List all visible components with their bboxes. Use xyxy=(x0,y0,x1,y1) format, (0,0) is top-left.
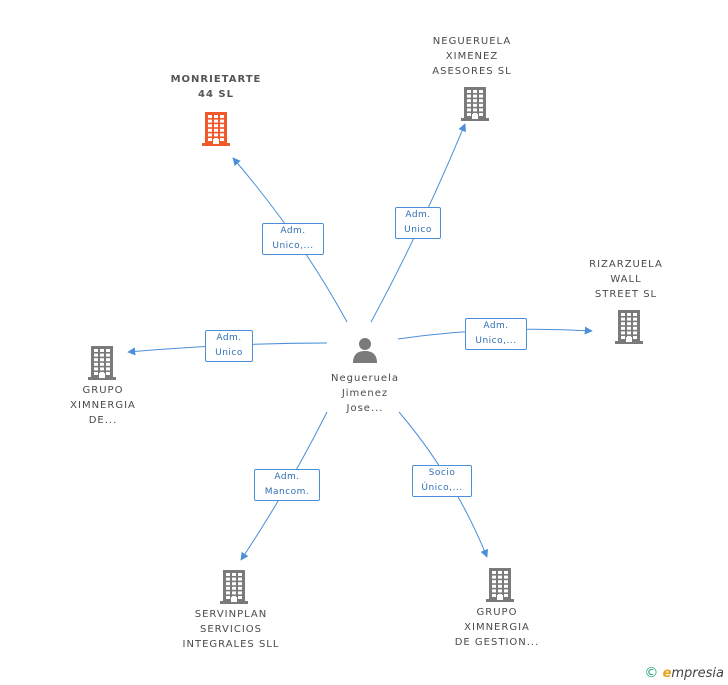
relation-label-line: Adm. xyxy=(280,226,306,236)
relation-label-line: Adm. xyxy=(405,210,431,220)
relation-label-line: Unico,... xyxy=(272,241,314,251)
relation-label[interactable]: Adm. Mancom. xyxy=(254,469,320,501)
relation-label-line: Unico,... xyxy=(475,336,517,346)
relation-label-line: Unico xyxy=(404,225,432,235)
company-name-line: ASESORES SL xyxy=(432,66,512,77)
company-name-line: XIMENEZ xyxy=(445,51,499,62)
relation-label-line: Mancom. xyxy=(264,487,310,497)
relation-label-line: Socio xyxy=(428,468,456,478)
company-name-line: XIMNERGIA xyxy=(464,622,530,633)
relation-label-line: Adm. xyxy=(274,472,300,482)
relation-label[interactable]: Adm. Unico xyxy=(205,330,253,362)
company-name: SERVINPLAN SERVICIOS INTEGRALES SLL xyxy=(166,607,296,652)
company-name-line: RIZARZUELA xyxy=(589,259,663,270)
relation-label-line: Único,... xyxy=(421,483,463,493)
center-person-name[interactable]: Negueruela Jimenez Jose... xyxy=(315,371,415,416)
company-name-line: GRUPO xyxy=(476,607,518,618)
relation-label-line: Adm. xyxy=(483,321,509,331)
relation-label[interactable]: Adm. Unico xyxy=(395,207,441,239)
company-name-line: WALL xyxy=(610,274,642,285)
company-name-line: DE GESTION... xyxy=(454,637,540,648)
company-name: NEGUERUELA XIMENEZ ASESORES SL xyxy=(412,34,532,79)
company-name: RIZARZUELA WALL STREET SL xyxy=(566,257,686,302)
company-name: GRUPO XIMNERGIA DE GESTION... xyxy=(432,605,562,650)
building-icon xyxy=(86,344,118,384)
building-icon xyxy=(484,566,516,606)
center-name-line: Negueruela xyxy=(331,373,399,384)
relation-label-line: Unico xyxy=(215,348,243,358)
brand-rest: mpresia xyxy=(671,666,724,681)
company-name: GRUPO XIMNERGIA DE... xyxy=(43,383,163,428)
company-name-line: MONRIETARTE xyxy=(170,74,262,85)
company-name-line: GRUPO xyxy=(82,385,124,396)
company-name-line: STREET SL xyxy=(594,289,658,300)
person-icon[interactable] xyxy=(350,335,380,365)
building-icon xyxy=(459,85,491,125)
empresia-logo: © empresia xyxy=(644,665,724,681)
building-icon xyxy=(613,308,645,348)
copyright-icon: © xyxy=(644,665,659,681)
relation-label[interactable]: Adm. Unico,... xyxy=(465,318,527,350)
company-name-line: SERVICIOS xyxy=(199,624,262,635)
brand-e: e xyxy=(662,666,672,681)
company-name-line: 44 SL xyxy=(198,89,234,100)
relation-label[interactable]: Socio Único,... xyxy=(412,465,472,497)
center-name-line: Jose... xyxy=(346,403,384,414)
building-icon xyxy=(200,110,232,150)
center-name-line: Jimenez xyxy=(341,388,389,399)
company-name-line: INTEGRALES SLL xyxy=(182,639,280,650)
company-name-line: SERVINPLAN xyxy=(194,609,268,620)
relation-label[interactable]: Adm. Unico,... xyxy=(262,223,324,255)
company-name-line: DE... xyxy=(88,415,118,426)
relation-label-line: Adm. xyxy=(216,333,242,343)
company-name: MONRIETARTE 44 SL xyxy=(156,72,276,102)
company-name-line: XIMNERGIA xyxy=(70,400,136,411)
building-icon xyxy=(218,568,250,608)
company-name-line: NEGUERUELA xyxy=(432,36,512,47)
